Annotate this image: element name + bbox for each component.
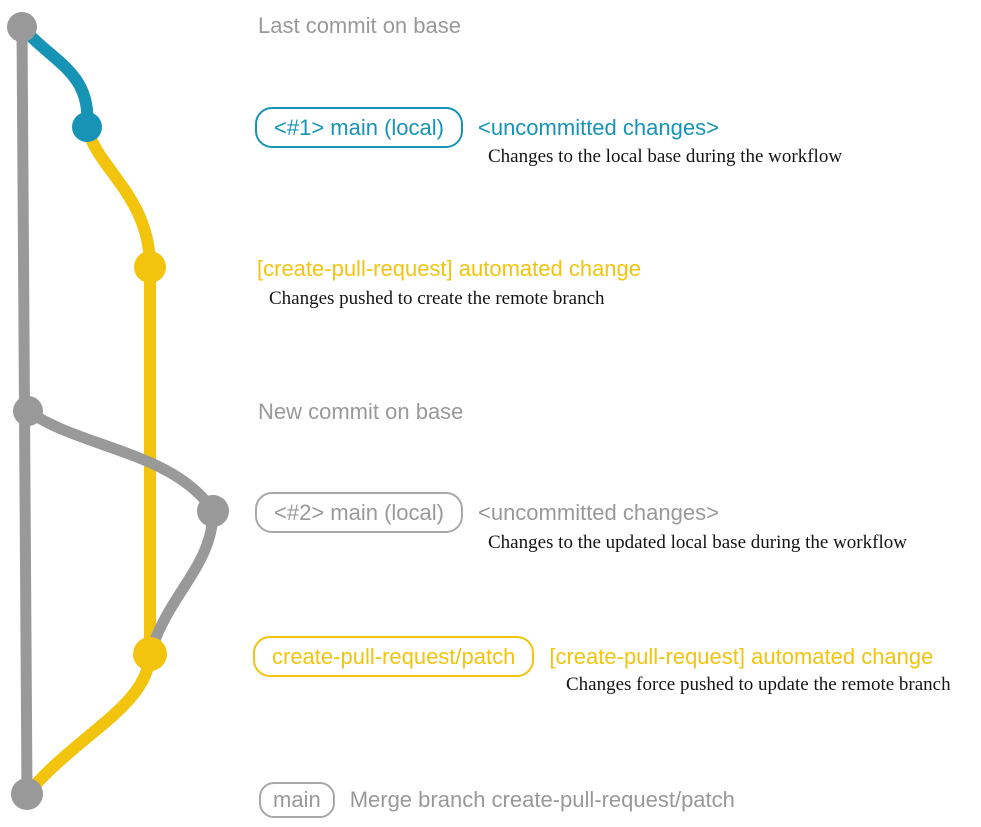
- updated-local-main-line: [22, 405, 219, 657]
- commit-node-automated-change-1: [134, 251, 166, 283]
- section5-row: main Merge branch create-pull-request/pa…: [259, 782, 735, 818]
- commit-node-main-local-1: [72, 112, 102, 142]
- local-main-branch-line: [16, 21, 94, 133]
- section3-title: <uncommitted changes>: [477, 499, 719, 525]
- section3-row: <#2> main (local) <uncommitted changes>: [255, 492, 719, 533]
- commit-node-merge: [11, 778, 43, 810]
- new-commit-caption: New commit on base: [258, 399, 464, 424]
- commit-node-automated-change-2: [133, 637, 167, 671]
- section1-row: <#1> main (local) <uncommitted changes>: [255, 107, 719, 148]
- commit-node-last-base: [7, 12, 37, 42]
- section2-title: [create-pull-request] automated change: [257, 256, 642, 281]
- section2-note: Changes pushed to create the remote bran…: [269, 288, 605, 309]
- branch-badge-main-local-2: <#2> main (local): [255, 492, 463, 533]
- section5-title: Merge branch create-pull-request/patch: [349, 787, 735, 812]
- section4-row: create-pull-request/patch [create-pull-r…: [253, 636, 933, 677]
- branch-badge-patch: create-pull-request/patch: [253, 636, 535, 677]
- branch-badge-main-local-1: <#1> main (local): [255, 107, 463, 148]
- section3-note: Changes to the updated local base during…: [488, 532, 907, 553]
- section4-note: Changes force pushed to update the remot…: [566, 674, 951, 695]
- section4-title: [create-pull-request] automated change: [549, 643, 934, 669]
- commit-node-main-local-2: [197, 495, 229, 527]
- branch-badge-main: main: [259, 782, 335, 818]
- last-commit-caption: Last commit on base: [258, 13, 461, 38]
- section1-title: <uncommitted changes>: [477, 114, 719, 140]
- commit-graph: [7, 12, 229, 810]
- section1-note: Changes to the local base during the wor…: [488, 146, 843, 167]
- commit-node-new-base: [13, 396, 43, 426]
